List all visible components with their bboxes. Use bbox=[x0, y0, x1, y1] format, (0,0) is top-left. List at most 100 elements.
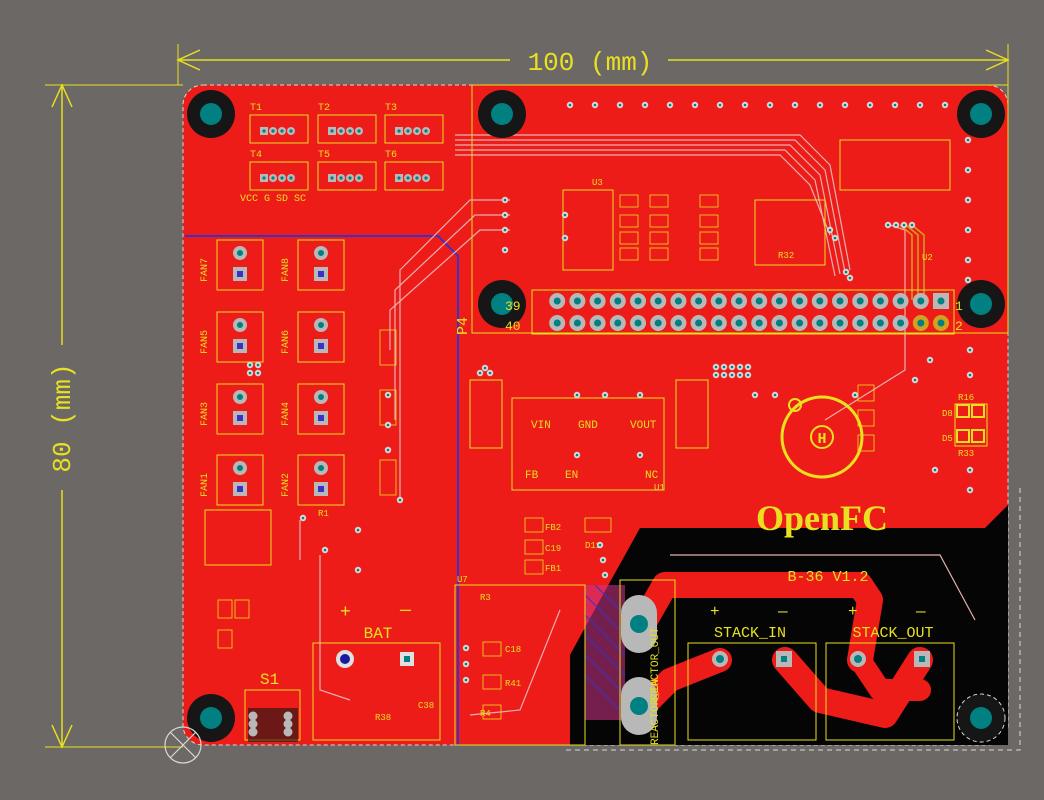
via bbox=[884, 221, 892, 229]
via bbox=[712, 371, 720, 379]
header-pin bbox=[791, 315, 808, 331]
header-pin bbox=[811, 293, 828, 309]
via bbox=[964, 226, 972, 234]
via bbox=[573, 391, 581, 399]
header-region-outline bbox=[471, 84, 1009, 334]
via bbox=[736, 371, 744, 379]
via bbox=[964, 136, 972, 144]
header-pin bbox=[832, 293, 848, 309]
via bbox=[964, 166, 972, 174]
via bbox=[831, 234, 839, 242]
temp-label: T3 bbox=[385, 103, 397, 114]
ref-c19: C19 bbox=[545, 544, 561, 554]
via bbox=[791, 101, 799, 109]
header-pin bbox=[549, 315, 566, 331]
temp-connector bbox=[328, 174, 363, 182]
via bbox=[396, 496, 404, 504]
mounting-hole bbox=[187, 90, 235, 138]
header-pin bbox=[791, 293, 808, 309]
ref-u7: U7 bbox=[457, 575, 468, 585]
header-pin bbox=[852, 293, 869, 309]
via bbox=[384, 391, 392, 399]
stack-in-label: STACK_IN bbox=[714, 625, 786, 642]
header-pin bbox=[650, 315, 667, 331]
ref-c38: C38 bbox=[418, 701, 434, 711]
ref-r16: R16 bbox=[958, 393, 974, 403]
via bbox=[636, 391, 644, 399]
mounting-hole bbox=[957, 280, 1005, 328]
temp-label: T2 bbox=[318, 103, 330, 114]
header-pin bbox=[609, 293, 626, 309]
regulator-pin-vout: VOUT bbox=[630, 420, 657, 432]
via bbox=[720, 371, 728, 379]
via bbox=[299, 514, 307, 522]
via bbox=[246, 361, 254, 369]
header-pin bbox=[569, 315, 586, 331]
mounting-holes bbox=[187, 90, 1006, 743]
via bbox=[866, 101, 874, 109]
via bbox=[966, 486, 974, 494]
fan-connector bbox=[233, 461, 247, 496]
header-pin bbox=[912, 315, 929, 331]
via bbox=[246, 369, 254, 377]
reactor-connectors bbox=[621, 595, 657, 735]
ref-c18: C18 bbox=[505, 645, 521, 655]
via bbox=[964, 196, 972, 204]
hatched-zone bbox=[584, 584, 626, 720]
fan-label: FAN6 bbox=[281, 330, 292, 354]
header-pin bbox=[933, 293, 949, 309]
svg-text:+: + bbox=[340, 603, 351, 623]
mounting-hole bbox=[478, 280, 526, 328]
via bbox=[964, 276, 972, 284]
via bbox=[573, 451, 581, 459]
reactor-out-label: REACTOR_OUT bbox=[650, 627, 662, 700]
via bbox=[900, 221, 908, 229]
via bbox=[736, 363, 744, 371]
header-pin bbox=[751, 293, 768, 309]
silkscreen-outlines bbox=[204, 114, 988, 746]
ref-r1: R1 bbox=[318, 509, 329, 519]
via bbox=[486, 369, 494, 377]
via bbox=[846, 274, 854, 282]
svg-text:—: — bbox=[777, 603, 788, 621]
via bbox=[666, 101, 674, 109]
fan-label: FAN3 bbox=[200, 402, 211, 426]
ref-r33: R33 bbox=[958, 449, 974, 459]
via bbox=[841, 101, 849, 109]
keepout-zone bbox=[185, 235, 459, 745]
temp-connector bbox=[328, 127, 363, 135]
stack-connector-pads: +— +— bbox=[710, 603, 930, 667]
temp-sensor-pads bbox=[260, 127, 430, 182]
via bbox=[966, 371, 974, 379]
regulator-pin-gnd: GND bbox=[578, 420, 598, 432]
ref-u2: U2 bbox=[922, 253, 933, 263]
ref-fb2: FB2 bbox=[545, 523, 561, 533]
header-pin bbox=[609, 315, 626, 331]
via bbox=[966, 346, 974, 354]
temp-label: T6 bbox=[385, 150, 397, 161]
via bbox=[842, 268, 850, 276]
fan-connector bbox=[314, 318, 328, 353]
header-pin bbox=[872, 293, 889, 309]
buzzer-footprint: H bbox=[780, 395, 864, 479]
svg-text:+: + bbox=[710, 603, 720, 621]
ref-r4: R4 bbox=[480, 709, 491, 719]
battery-label: BAT bbox=[364, 625, 393, 643]
header-pin bbox=[710, 315, 727, 331]
header-pin-40-label: 40 bbox=[505, 319, 521, 334]
via bbox=[599, 556, 607, 564]
via bbox=[636, 451, 644, 459]
via bbox=[501, 196, 509, 204]
via bbox=[716, 101, 724, 109]
fan-label: FAN5 bbox=[200, 330, 211, 354]
via bbox=[744, 363, 752, 371]
via bbox=[826, 226, 834, 234]
via bbox=[851, 391, 859, 399]
header-pin bbox=[670, 293, 687, 309]
header-pin-2-label: 2 bbox=[955, 319, 963, 334]
ref-labels: U3 U1 U2 U7 D8 D5 D11 FB1 FB2 C18 C19 R3… bbox=[318, 178, 974, 723]
via bbox=[916, 101, 924, 109]
reactor-in-label: REACTOR_IN bbox=[650, 679, 662, 745]
ref-d11: D11 bbox=[585, 541, 601, 551]
